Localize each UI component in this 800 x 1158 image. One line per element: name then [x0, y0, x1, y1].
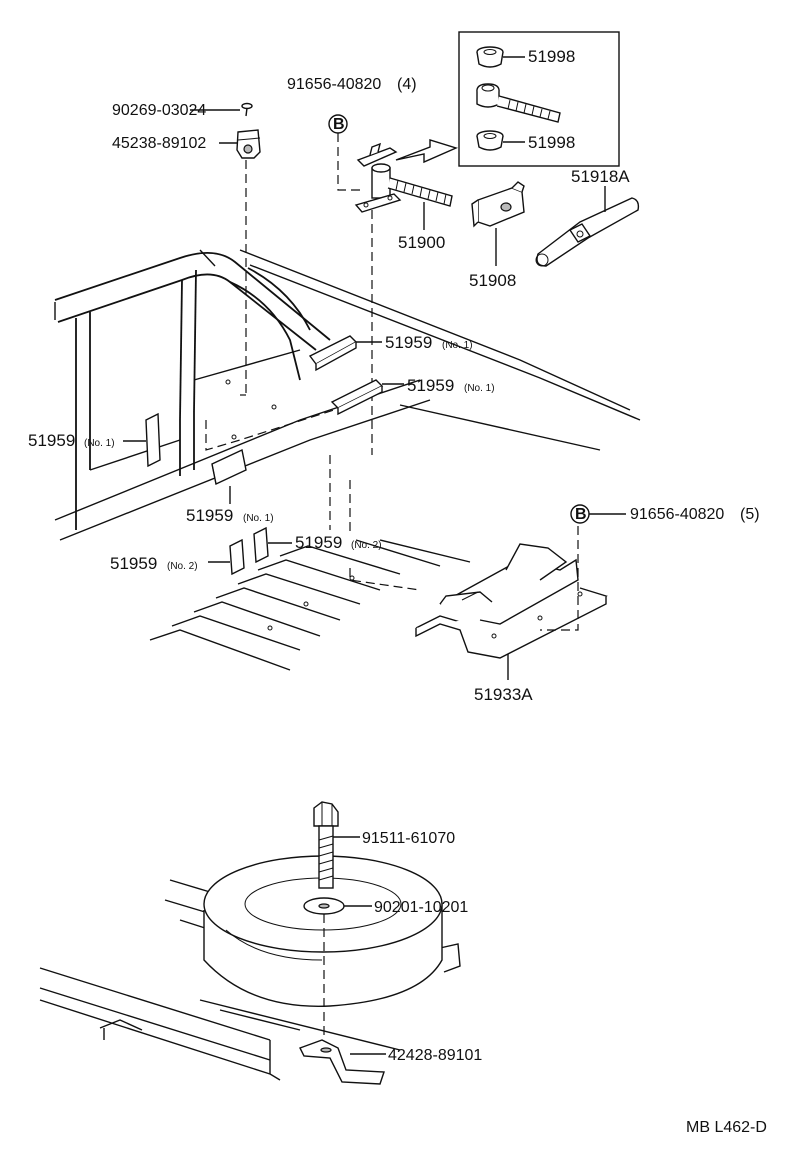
label-51959-f: 51959 [110, 554, 157, 573]
label-42428-89101: 42428-89101 [388, 1047, 482, 1064]
callout-b-top: B [328, 114, 348, 134]
label-91656-40820-top: 91656-40820 [287, 76, 381, 93]
bolt-91511-icon [313, 801, 339, 889]
label-51908: 51908 [469, 271, 516, 290]
inset-box [458, 31, 620, 167]
clamp-icon [236, 129, 261, 159]
spare-tire-icon [203, 855, 443, 1007]
label-51933A: 51933A [474, 685, 533, 704]
label-91511-61070: 91511-61070 [362, 830, 455, 847]
grommet-top-icon [476, 46, 504, 68]
label-51959-d: 51959 [186, 506, 233, 525]
handle-51918A-icon [535, 197, 640, 267]
label-90201-10201: 90201-10201 [374, 899, 468, 916]
washer-90201-icon [303, 897, 345, 915]
label-51900: 51900 [398, 233, 445, 252]
pad-51959-e-icon [253, 526, 269, 564]
chassis-frame [39, 879, 461, 1081]
pad-51959-a-icon [308, 335, 358, 372]
label-51959-a: 51959 [385, 333, 432, 352]
bracket-51908-icon [471, 181, 525, 228]
label-91656-qty-5: (5) [740, 506, 760, 523]
sports-bar-frame [54, 249, 641, 541]
label-51918A: 51918A [571, 167, 630, 186]
svg-text:B: B [333, 116, 345, 133]
label-51959-a-sub: (No. 1) [442, 340, 473, 351]
label-91656-qty-4: (4) [397, 76, 417, 93]
callout-b-mid: B [570, 504, 590, 524]
label-91656-40820-mid: 91656-40820 [630, 506, 724, 523]
bracket-42428-icon [299, 1039, 385, 1085]
eye-bolt-icon [476, 83, 561, 123]
label-51959-b-sub: (No. 1) [464, 383, 495, 394]
svg-text:B: B [575, 506, 587, 523]
diagram-code: MB L462-D [686, 1119, 767, 1136]
label-51959-e: 51959 [295, 533, 342, 552]
label-45238-89102: 45238-89102 [112, 135, 206, 152]
grommet-bottom-icon [476, 130, 504, 151]
bed-floor-ribs [149, 539, 471, 671]
label-90269-03024: 90269-03024 [112, 102, 206, 119]
label-51998-bottom: 51998 [528, 133, 575, 152]
label-51959-b: 51959 [407, 376, 454, 395]
label-51959-d-sub: (No. 1) [243, 513, 274, 524]
label-51959-e-sub: (No. 2) [351, 540, 382, 551]
label-51959-c: 51959 [28, 431, 75, 450]
pad-51959-b-icon [330, 379, 384, 416]
pad-51959-f-icon [229, 538, 245, 576]
label-51959-c-sub: (No. 1) [84, 438, 115, 449]
pad-51959-c-icon [145, 412, 161, 468]
label-51998-top: 51998 [528, 47, 575, 66]
hinge-bracket-icon [354, 139, 459, 213]
label-51959-f-sub: (No. 2) [167, 561, 198, 572]
screw-icon [241, 102, 253, 117]
pad-51959-d-icon [211, 448, 247, 486]
carrier-bracket-51933A-icon [415, 543, 608, 659]
